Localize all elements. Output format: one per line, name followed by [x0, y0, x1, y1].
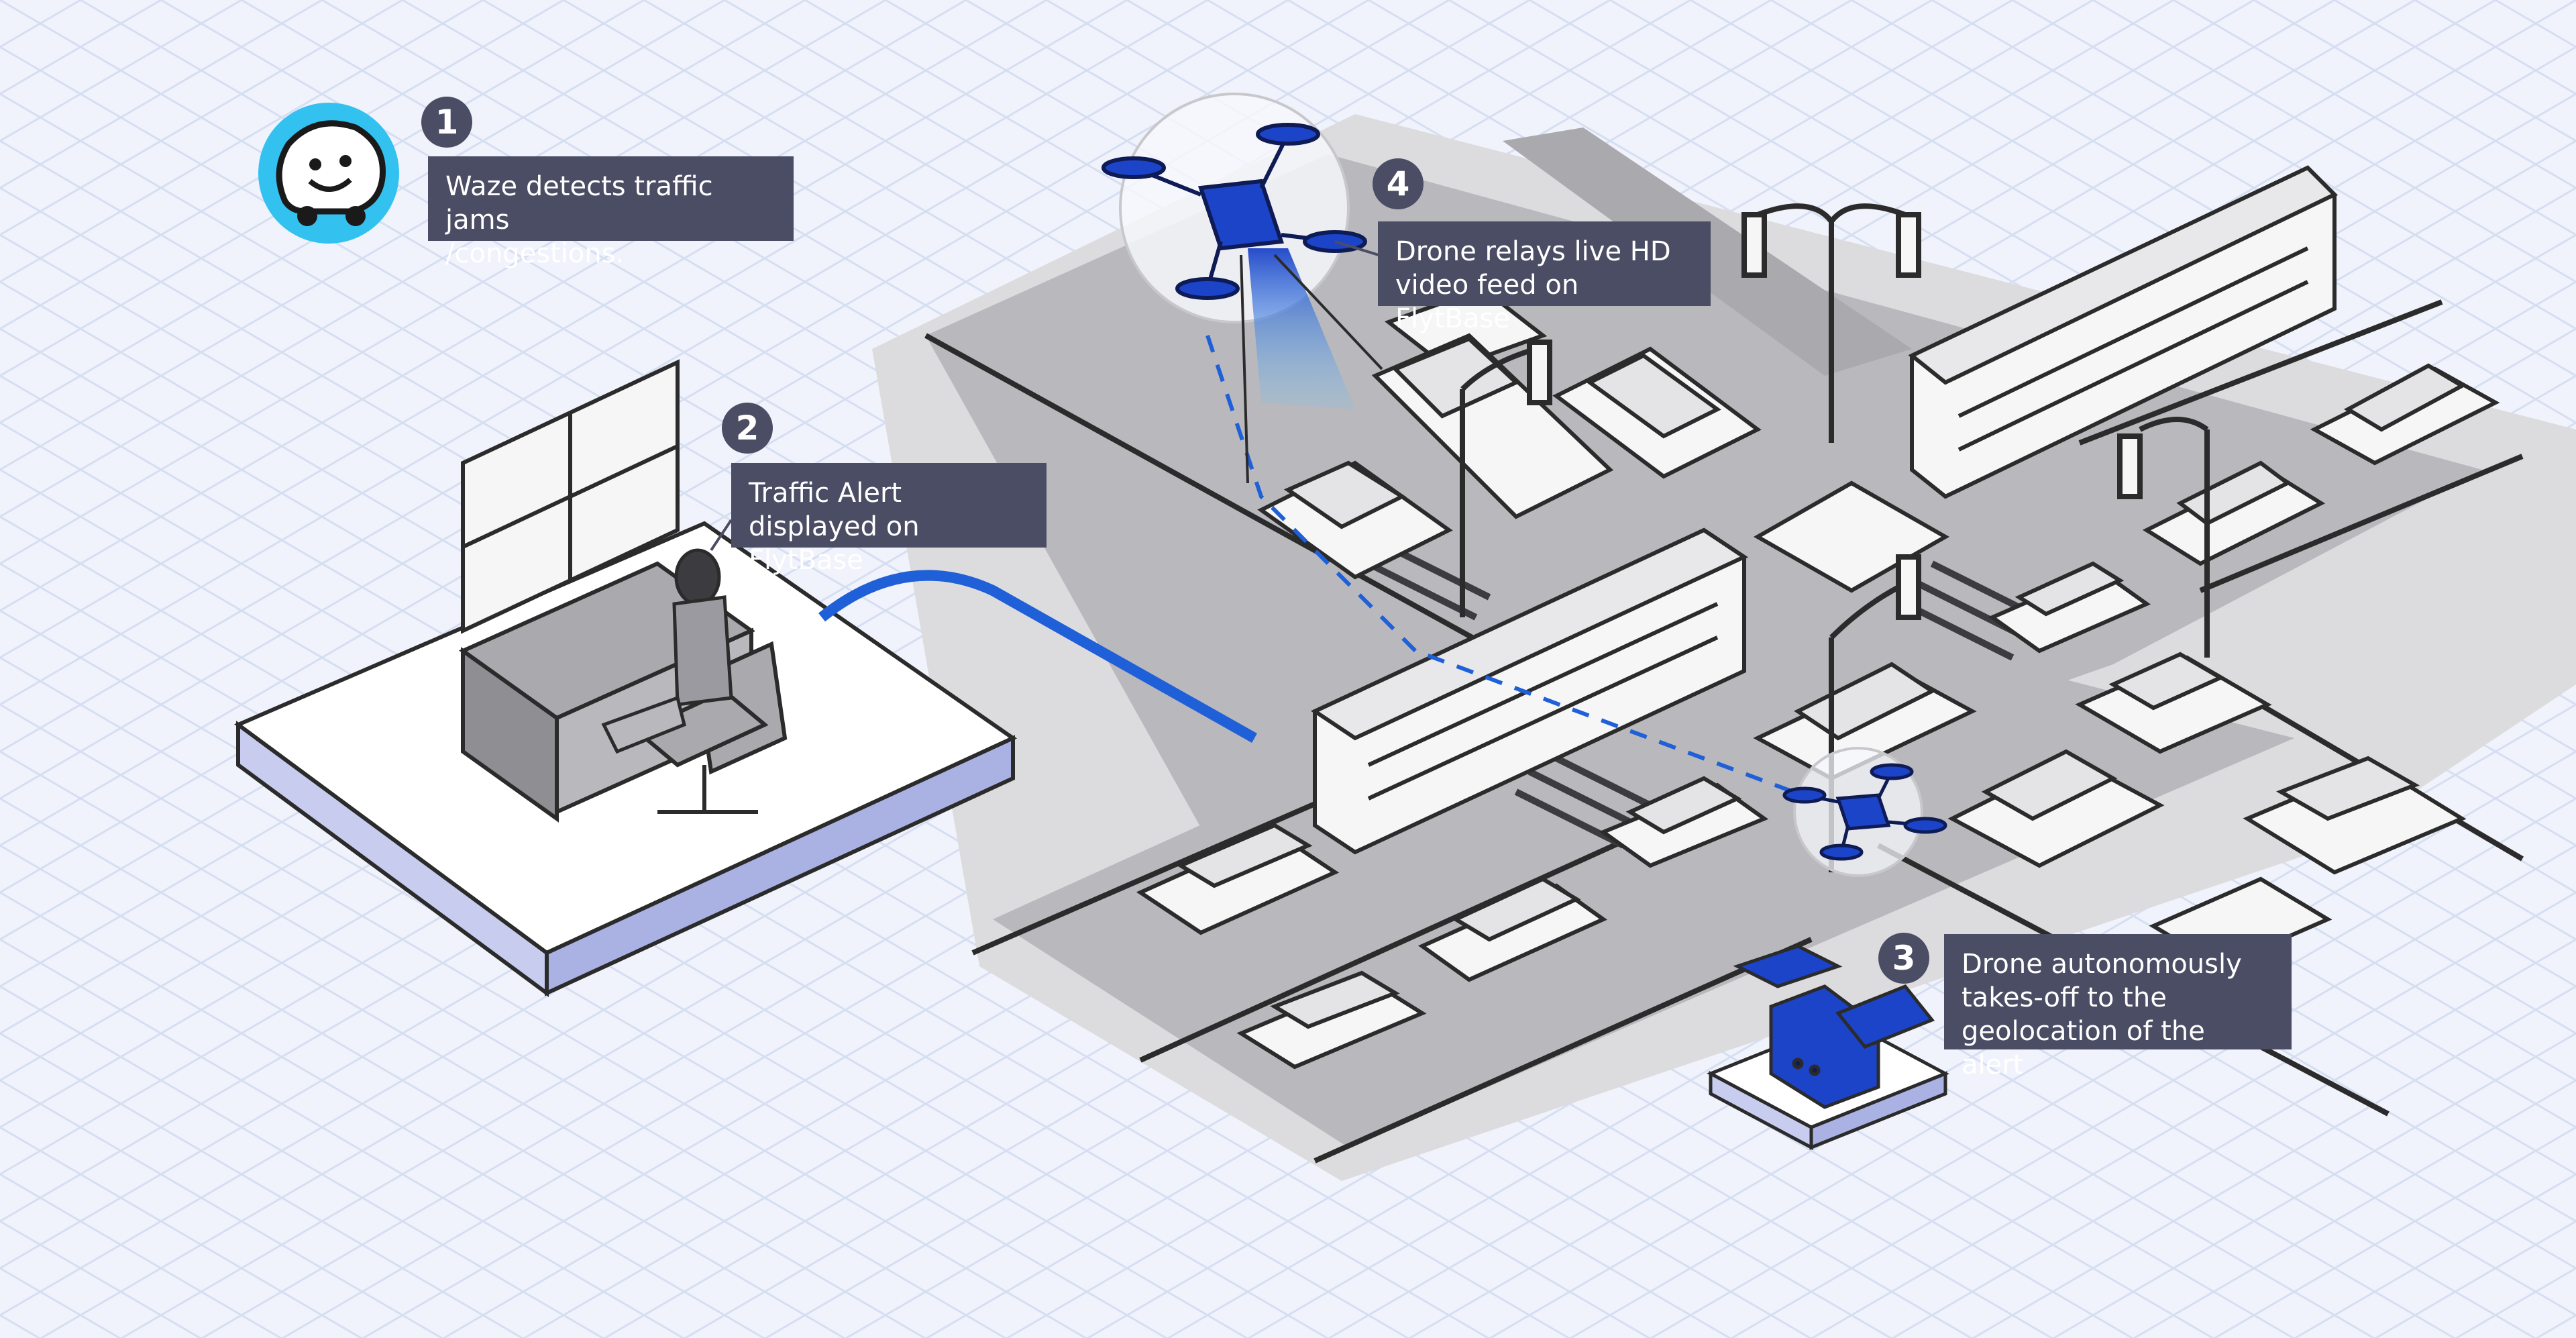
step-4-badge: 4 — [1373, 158, 1424, 209]
operator-person — [601, 548, 733, 754]
drone-video-link — [1205, 335, 1813, 801]
step-3-badge: 3 — [1878, 933, 1929, 984]
bus — [1310, 527, 1749, 855]
step-1-badge: 1 — [421, 97, 472, 148]
leader-line — [710, 519, 733, 552]
car — [2310, 363, 2500, 466]
drone-icon — [1102, 123, 1367, 300]
drone-aerial-view — [1102, 93, 1383, 484]
drone-icon — [1782, 763, 1947, 861]
bus — [1908, 165, 2339, 499]
step-4-caption: Drone relays live HD video feed on FlytB… — [1378, 221, 1711, 334]
car — [1418, 876, 1607, 982]
drone-launch-view — [1782, 747, 1947, 877]
car — [2243, 756, 2467, 875]
leader-line — [1334, 240, 1379, 256]
step-1-caption: Waze detects traffic jams /congestions. — [428, 156, 794, 269]
van — [1371, 333, 1614, 519]
waze-icon — [258, 103, 399, 244]
car — [1599, 776, 1769, 868]
drone-dock-icon — [1707, 944, 1949, 1151]
car — [1947, 749, 2165, 868]
car — [1552, 346, 1762, 479]
operator-chair — [633, 641, 788, 814]
step-2-badge: 2 — [722, 403, 773, 454]
car — [1136, 823, 1340, 935]
car — [1236, 970, 1427, 1070]
car — [2075, 652, 2272, 754]
step-2-caption: Traffic Alert displayed on FlytBase — [731, 463, 1046, 576]
car — [1988, 561, 2151, 654]
car — [1257, 460, 1453, 580]
connection-link — [818, 570, 1257, 743]
traffic-lights — [1460, 203, 2210, 872]
step-3-caption: Drone autonomously takes-off to the geol… — [1944, 934, 2292, 1080]
